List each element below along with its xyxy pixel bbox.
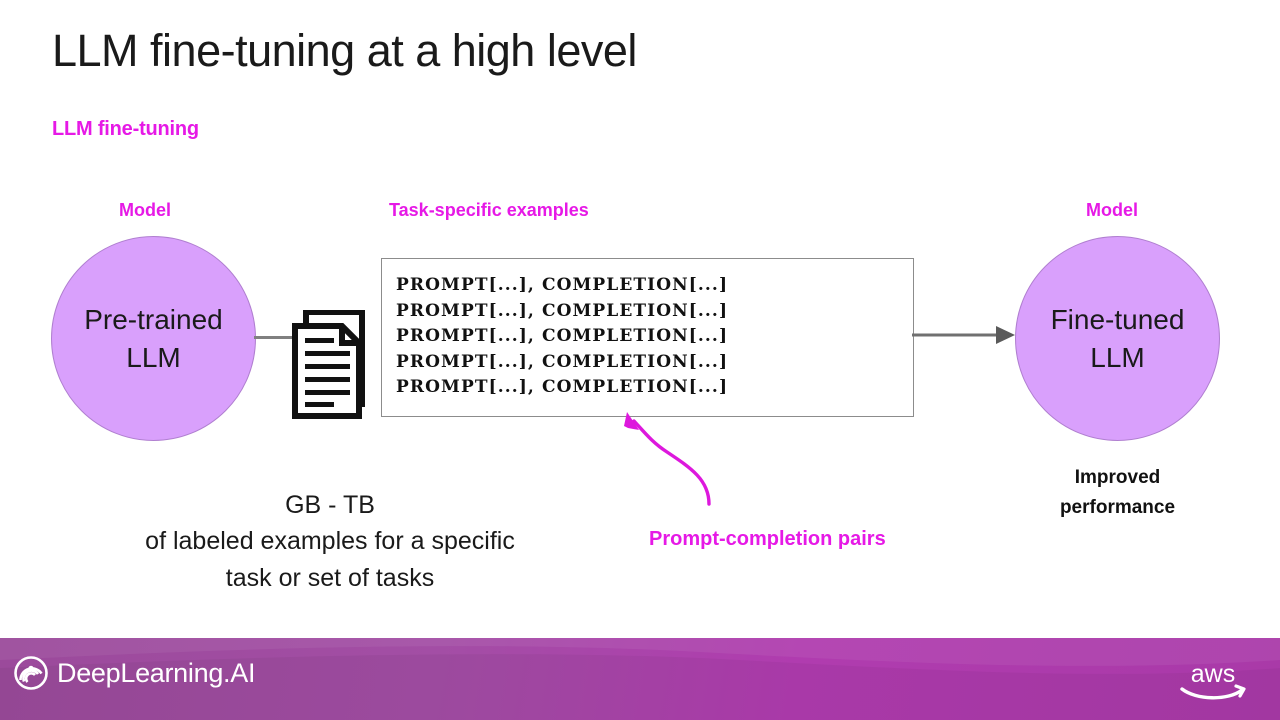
label-prompt-completion-pairs: Prompt-completion pairs — [649, 528, 886, 550]
label-model-left: Model — [119, 200, 171, 220]
node-pretrained-llm: Pre-trained LLM — [51, 236, 256, 441]
arrow-to-finetuned-llm-icon — [912, 326, 1015, 344]
code-line: PROMPT[...], COMPLETION[...] — [396, 377, 729, 398]
code-line: PROMPT[...], COMPLETION[...] — [396, 351, 729, 372]
caption-improved-performance: Improved performance — [1015, 463, 1220, 524]
footer-brand-deeplearningai: DeepLearning.AI — [14, 656, 255, 690]
node-pretrained-llm-line2: LLM — [126, 341, 181, 373]
code-line: PROMPT[...], COMPLETION[...] — [396, 326, 729, 347]
caption-dataset-size-line2: of labeled examples for a specific — [145, 527, 515, 556]
caption-dataset-size-line3: task or set of tasks — [225, 563, 435, 592]
connector-line-left — [254, 336, 296, 339]
curved-annotation-arrow-icon — [624, 412, 711, 506]
code-line: PROMPT[...], COMPLETION[...] — [396, 275, 729, 295]
documents-icon — [292, 310, 365, 419]
deeplearning-ai-logo-icon — [14, 656, 48, 690]
node-pretrained-llm-line1: Pre-trained — [84, 303, 223, 335]
caption-dataset-size-line1: GB - TB — [285, 491, 375, 519]
node-finetuned-llm: Fine-tuned LLM — [1015, 236, 1220, 441]
aws-logo-icon: aws — [1180, 660, 1246, 700]
footer-bar: DeepLearning.AI aws — [0, 638, 1280, 720]
footer-brand-text: DeepLearning.AI — [57, 657, 256, 688]
footer-wave-decoration — [0, 638, 1280, 720]
node-finetuned-llm-line2: LLM — [1090, 341, 1145, 373]
label-task-specific-examples: Task-specific examples — [389, 200, 589, 220]
aws-logo-text: aws — [1191, 660, 1235, 688]
page-title: LLM fine-tuning at a high level — [52, 25, 637, 76]
caption-improved-performance-line2: performance — [1059, 497, 1176, 519]
caption-dataset-size: GB - TB of labeled examples for a specif… — [75, 487, 585, 596]
node-finetuned-llm-line1: Fine-tuned — [1050, 303, 1185, 335]
caption-improved-performance-line1: Improved — [1074, 467, 1161, 488]
code-line: PROMPT[...], COMPLETION[...] — [396, 300, 729, 321]
task-specific-examples-box: PROMPT[...], COMPLETION[...] PROMPT[...]… — [381, 258, 914, 417]
label-model-right: Model — [1086, 200, 1138, 220]
slide-subtitle: LLM fine-tuning — [52, 118, 199, 140]
